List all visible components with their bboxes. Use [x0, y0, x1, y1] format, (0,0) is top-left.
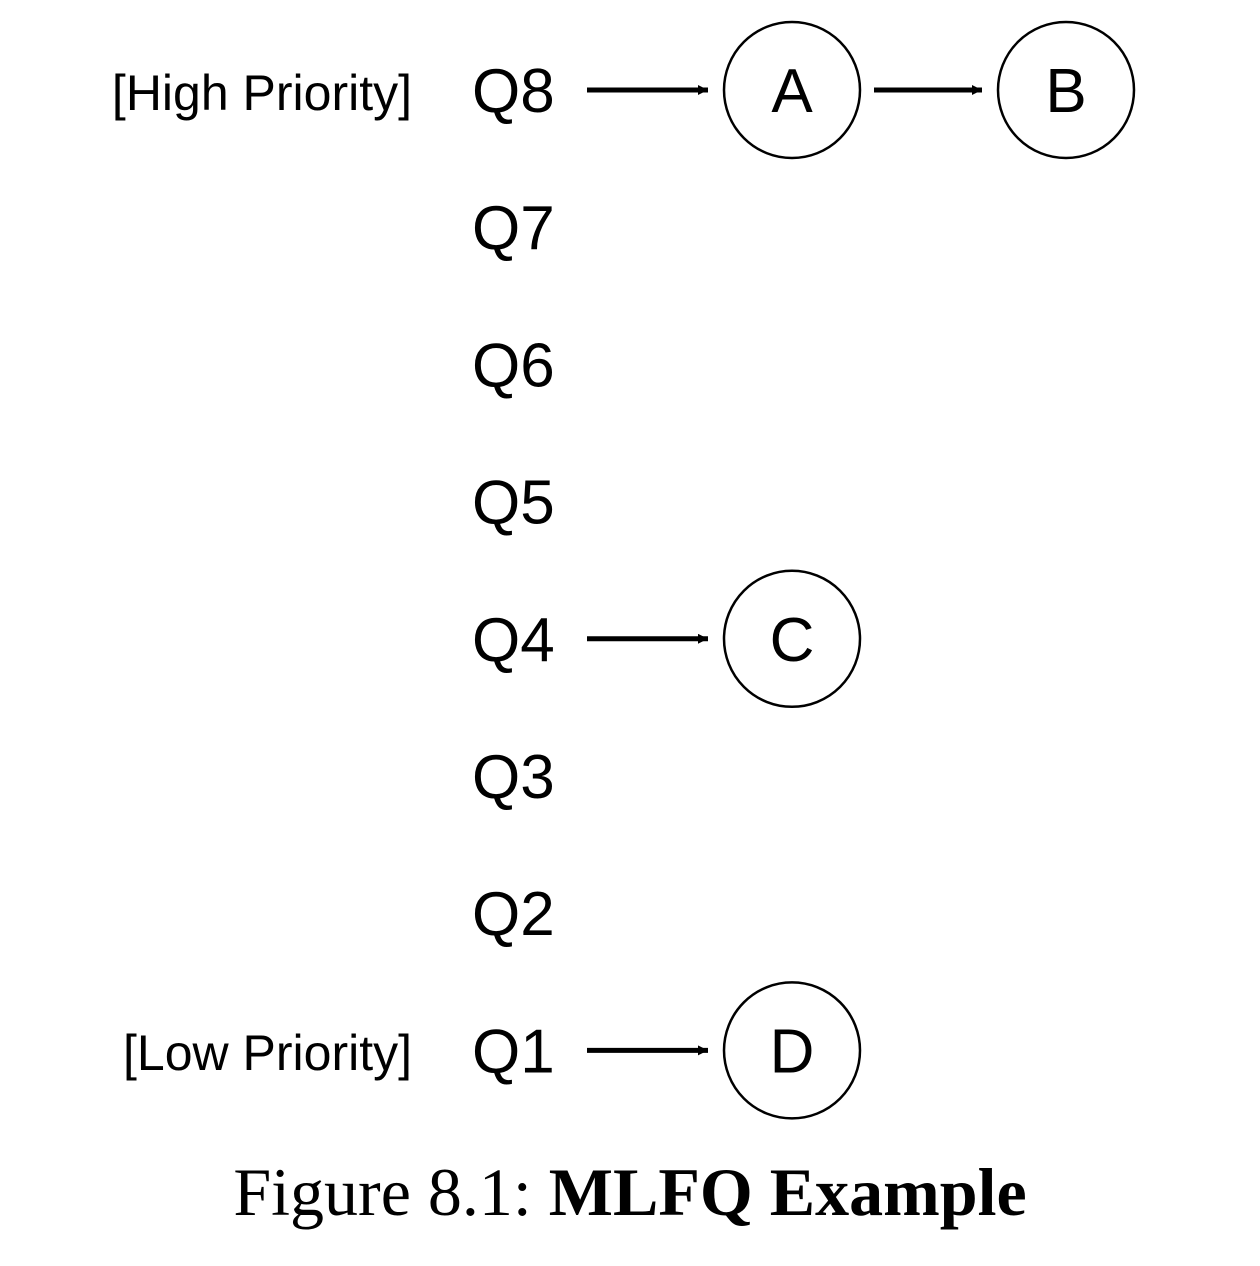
queue-label: Q1 — [472, 1017, 555, 1086]
job-circle — [996, 20, 1136, 160]
queue-row-q6: Q6 — [472, 331, 555, 400]
queue-row-q8: Q8 A B — [472, 20, 1136, 160]
high-priority-label: [High Priority] — [112, 65, 412, 121]
queue-label: Q5 — [472, 469, 555, 538]
figure-caption: Figure 8.1: MLFQ Example — [0, 1158, 1260, 1226]
job-label: D — [770, 1017, 815, 1086]
queue-label: Q6 — [472, 331, 555, 400]
queue-row-q7: Q7 — [472, 194, 555, 263]
low-priority-label: [Low Priority] — [123, 1025, 412, 1081]
queue-label: Q4 — [472, 606, 555, 675]
queue-row-q4: Q4 C — [472, 569, 862, 709]
queue-row-q3: Q3 — [472, 743, 555, 812]
job-label: A — [771, 57, 813, 126]
queue-row-q5: Q5 — [472, 469, 555, 538]
caption-prefix: Figure 8.1: — [233, 1154, 532, 1230]
job-label: B — [1045, 57, 1086, 126]
queue-label: Q8 — [472, 57, 555, 126]
queue-row-q2: Q2 — [472, 880, 555, 949]
queue-label: Q2 — [472, 880, 555, 949]
job-circle — [722, 20, 862, 160]
queue-label: Q7 — [472, 194, 555, 263]
queue-row-q1: Q1 D — [472, 981, 862, 1120]
caption-title: MLFQ Example — [548, 1154, 1027, 1230]
job-circle — [722, 981, 862, 1120]
job-node-d: D — [722, 981, 862, 1120]
job-node-c: C — [722, 569, 862, 709]
job-node-a: A — [722, 20, 862, 160]
job-circle — [722, 569, 862, 709]
job-node-b: B — [996, 20, 1136, 160]
job-label: C — [770, 606, 815, 675]
queue-label: Q3 — [472, 743, 555, 812]
